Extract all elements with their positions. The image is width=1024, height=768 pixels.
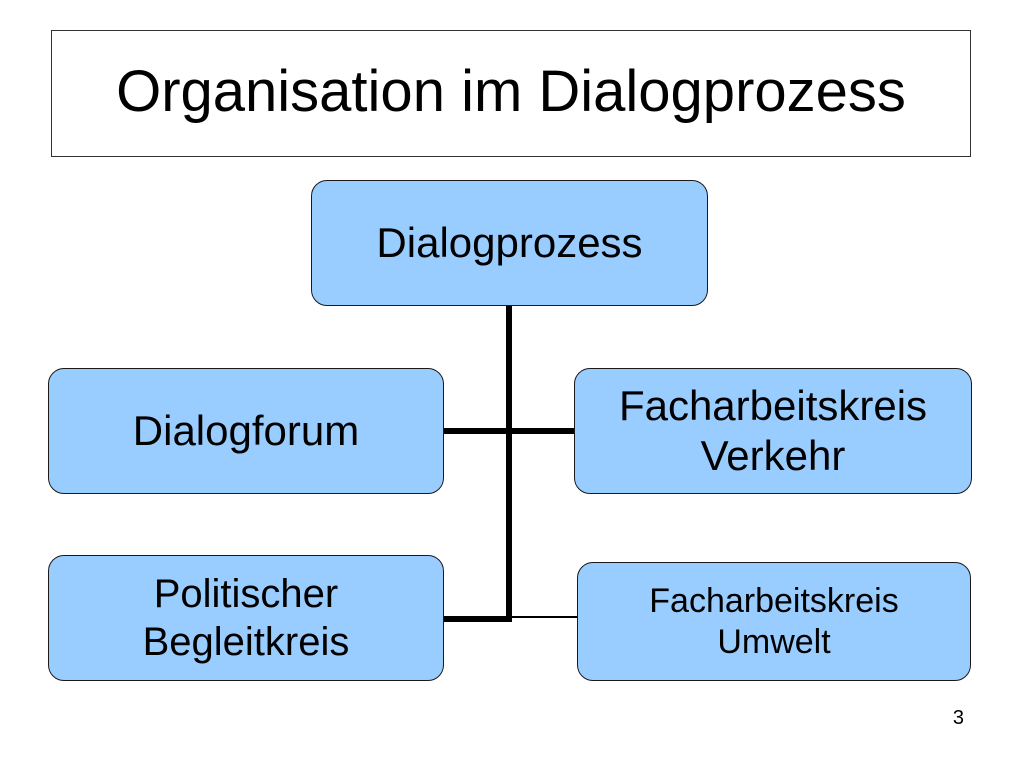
node-facharbeitskreis-umwelt: Facharbeitskreis Umwelt [577,562,971,681]
slide-title-box: Organisation im Dialogprozess [51,30,971,157]
node-dialogforum: Dialogforum [48,368,444,494]
node-dialogprozess: Dialogprozess [311,180,708,306]
node-politischer-begleitkreis-label: Politischer Begleitkreis [142,572,350,664]
node-facharbeitskreis-verkehr-label: Facharbeitskreis Verkehr [618,381,928,479]
node-facharbeitskreis-umwelt-label: Facharbeitskreis Umwelt [649,581,899,661]
node-dialogforum-label: Dialogforum [132,406,360,454]
node-politischer-begleitkreis: Politischer Begleitkreis [48,555,444,681]
node-facharbeitskreis-verkehr: Facharbeitskreis Verkehr [574,368,972,494]
slide-title: Organisation im Dialogprozess [116,58,906,124]
node-dialogprozess-label: Dialogprozess [376,218,643,266]
page-number: 3 [952,707,964,729]
